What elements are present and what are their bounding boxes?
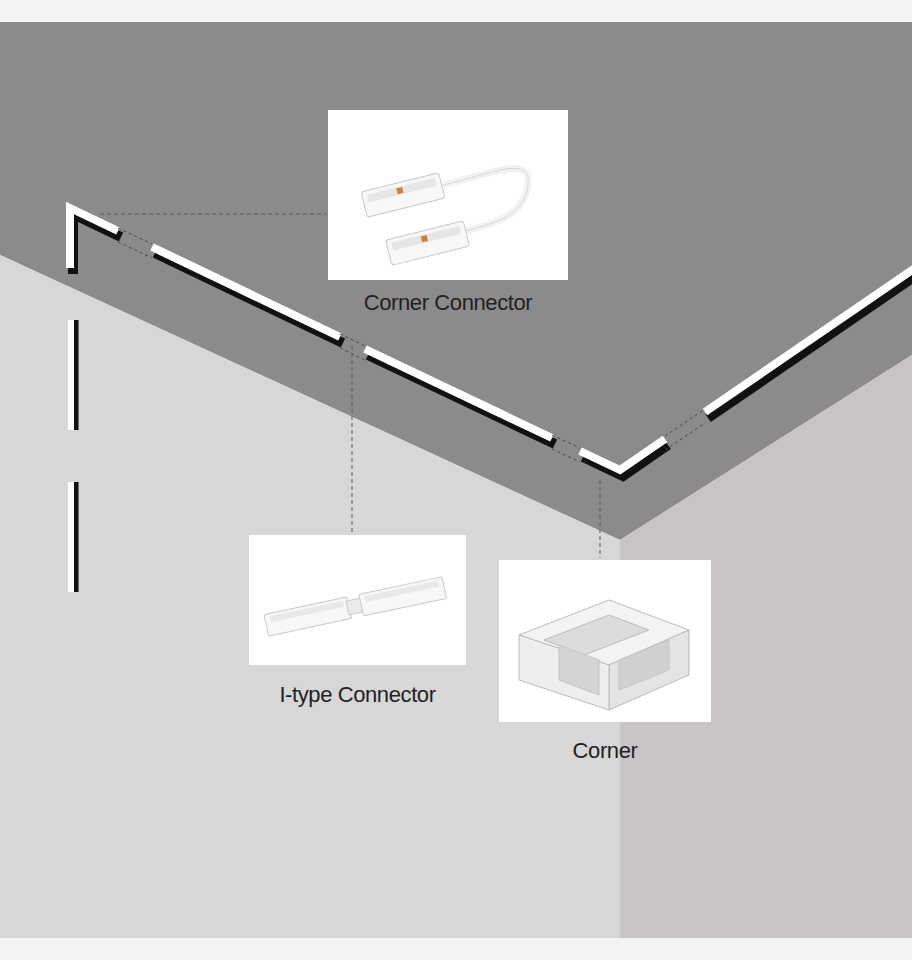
product-label: Corner [495,738,715,764]
product-illustration [499,560,711,722]
i-type-connector-callout: I-type Connector [245,535,470,708]
product-label: I-type Connector [245,682,470,708]
product-photo [249,535,466,665]
product-illustration [328,110,568,280]
corner-connector-callout: Corner Connector [324,110,572,316]
product-label: Corner Connector [324,290,572,316]
corner-callout: Corner [495,560,715,764]
product-photo [499,560,711,722]
product-photo [328,110,568,280]
product-illustration [249,535,466,665]
